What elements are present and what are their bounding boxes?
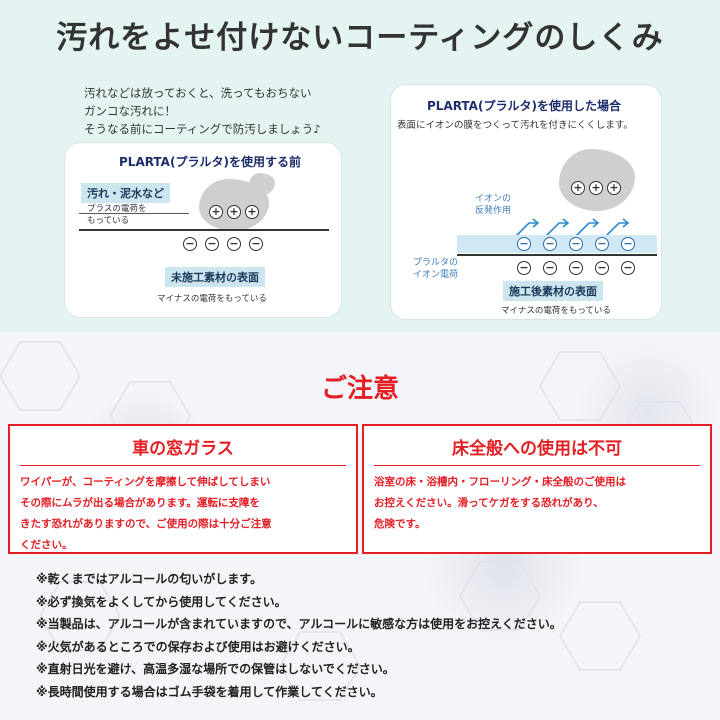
dirt-tag: 汚れ・泥水など — [81, 183, 170, 203]
surface-line — [457, 254, 657, 256]
plus-charge-icon: + — [227, 205, 241, 219]
ion-charge-label: プラルタの イオン電荷 — [413, 258, 459, 280]
repel-arrows — [514, 218, 630, 238]
after-card-subtitle: 表面にイオンの膜をつくって汚れを付きにくくします。 — [397, 120, 633, 131]
dirt-cloud-icon — [559, 149, 635, 211]
divider — [374, 465, 700, 466]
after-card-title: PLARTA(プラルタ)を使用した場合 — [427, 99, 621, 113]
warning-heading: 車の窓ガラス — [132, 439, 234, 459]
minus-charge-icon: − — [595, 261, 609, 275]
page-title: 汚れをよせ付けないコーティングのしくみ — [56, 20, 664, 56]
surface-line — [79, 229, 329, 231]
note-item: ※当製品は、アルコールが含まれていますので、アルコールに敏感な方は使用をお控えく… — [36, 617, 562, 631]
usage-notes: ※乾くまではアルコールの匂いがします。 ※必ず換気をよくしてから使用してください… — [36, 568, 706, 703]
minus-charge-icon: − — [249, 237, 263, 251]
minus-charge-icon: − — [205, 237, 219, 251]
note-item: ※直射日光を避け、高温多湿な場所での保管はしないでください。 — [36, 662, 395, 676]
minus-charge-icon: − — [183, 237, 197, 251]
minus-charge-icon: − — [569, 237, 583, 251]
caution-title: ご注意 — [320, 374, 399, 404]
before-card: PLARTA(プラルタ)を使用する前 汚れ・泥水など プラスの電荷を もっている… — [64, 142, 342, 318]
treated-surface-tag: 施工後素材の表面 — [503, 281, 603, 301]
warning-body: ワイパーが、コーティングを摩擦して伸ばしてしまい その際にムラが出る場合がありま… — [20, 476, 272, 551]
plus-charge-icon: + — [245, 205, 259, 219]
before-card-title: PLARTA(プラルタ)を使用する前 — [119, 155, 301, 169]
minus-charge-icon: − — [517, 261, 531, 275]
note-item: ※乾くまではアルコールの匂いがします。 — [36, 572, 263, 586]
minus-charge-icon: − — [621, 237, 635, 251]
minus-charge-icon: − — [543, 261, 557, 275]
pointer-line — [79, 213, 189, 214]
divider — [20, 465, 346, 466]
plus-charge-label: プラスの電荷を もっている — [87, 204, 147, 226]
minus-charge-icon: − — [227, 237, 241, 251]
intro-line: そうなる前にコーティングで防汚しましょう♪ — [84, 122, 321, 136]
warning-heading: 床全般への使用は不可 — [452, 439, 622, 459]
minus-charge-label: マイナスの電荷をもっている — [501, 306, 611, 316]
dirt-drop-icon — [249, 173, 275, 195]
plus-charge-icon: + — [209, 205, 223, 219]
plus-charge-icon: + — [607, 181, 621, 195]
minus-charge-icon: − — [543, 237, 557, 251]
minus-charge-icon: − — [621, 261, 635, 275]
note-item: ※必ず換気をよくしてから使用してください。 — [36, 594, 287, 609]
warning-box-car-window: 車の窓ガラス ワイパーが、コーティングを摩擦して伸ばしてしまい その際にムラが出… — [8, 424, 358, 554]
minus-charge-icon: − — [569, 261, 583, 275]
warning-box-floor: 床全般への使用は不可 浴室の床・浴槽内・フローリング・床全般のご使用は お控えく… — [362, 424, 712, 554]
intro-line: ガンコな汚れに！ — [84, 104, 176, 118]
intro-text: 汚れなどは放っておくと、洗ってもおちない ガンコな汚れに！ そうなる前にコーティ… — [84, 84, 374, 138]
after-card: PLARTA(プラルタ)を使用した場合 表面にイオンの膜をつくって汚れを付きにく… — [390, 84, 662, 320]
minus-charge-label: マイナスの電荷をもっている — [157, 294, 267, 304]
warning-body: 浴室の床・浴槽内・フローリング・床全般のご使用は お控えください。滑ってケガをす… — [374, 476, 626, 530]
plus-charge-icon: + — [589, 181, 603, 195]
minus-charge-icon: − — [517, 237, 531, 251]
minus-charge-icon: − — [595, 237, 609, 251]
note-item: ※長時間使用する場合はゴム手袋を着用して作業してください。 — [36, 684, 383, 699]
repel-label: イオンの 反発作用 — [475, 194, 512, 216]
untreated-surface-tag: 未施工素材の表面 — [165, 267, 265, 287]
intro-line: 汚れなどは放っておくと、洗ってもおちない — [84, 86, 312, 100]
note-item: ※火気があるところでの保存および使用はお避けください。 — [36, 639, 360, 654]
plus-charge-icon: + — [571, 181, 585, 195]
